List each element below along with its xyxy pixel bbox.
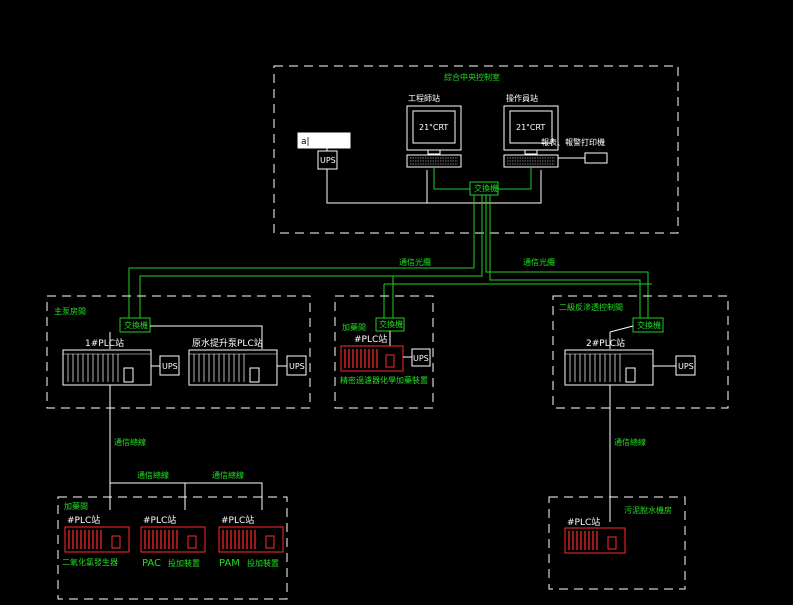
sludge-room-title: 污泥脫水機房 <box>624 505 672 515</box>
chem-plc1-rack-icon <box>64 526 130 553</box>
chem-caption1: 二氧化氯發生器 <box>62 557 118 567</box>
secondary-switch-box <box>632 317 664 333</box>
fiber-left-label: 通信光纜 <box>399 257 431 267</box>
secondary-room-frame <box>552 295 729 409</box>
pump-room-switch-label: 交換機 <box>124 320 148 330</box>
chem-plc3-rack-icon <box>218 526 284 553</box>
chem-caption3b: 投加裝置 <box>247 558 279 568</box>
central-switch-label: 交換機 <box>474 183 498 193</box>
dosing-switch-label: 交換機 <box>379 319 403 329</box>
central-control-room-title: 綜合中央控制室 <box>444 72 500 82</box>
engineer-station-monitor-icon <box>406 105 462 168</box>
printer-label: 報表、報警打印機 <box>541 137 605 147</box>
text-input-value: a| <box>301 137 310 147</box>
bus-label-a: 通信總線 <box>114 437 146 447</box>
sludge-plc-rack-icon <box>564 527 626 554</box>
operator-station-label: 操作員站 <box>506 93 538 103</box>
chem-plc2-rack-icon <box>140 526 206 553</box>
dosing-ups-label: UPS <box>413 354 429 363</box>
pump-plc1-rack-icon <box>62 349 152 386</box>
pump-ups1-label: UPS <box>162 362 178 371</box>
engineer-crt-label: 21"CRT <box>419 123 448 132</box>
bus-label-b: 通信總線 <box>137 470 169 480</box>
pump-plc2-rack-icon <box>188 349 278 386</box>
central-control-room-frame <box>273 65 679 234</box>
secondary-ups-label: UPS <box>678 362 694 371</box>
bus-label-c: 通信總線 <box>212 470 244 480</box>
engineer-station-label: 工程師站 <box>408 93 440 103</box>
dosing-plc-rack-icon <box>340 345 404 372</box>
central-ups-label: UPS <box>320 156 336 165</box>
chem-plc3-label: #PLC站 <box>221 514 254 526</box>
fiber-right-label: 通信光纜 <box>523 257 555 267</box>
secondary-plc-rack-icon <box>564 349 654 386</box>
dosing-room-frame <box>334 295 434 409</box>
pump-room-title: 主泵房間 <box>54 306 86 316</box>
pump-plc1-label: 1#PLC站 <box>85 337 124 349</box>
secondary-switch-label: 交換機 <box>637 320 661 330</box>
secondary-room-title: 二級反滲透控制間 <box>559 302 623 312</box>
chem-plc1-label: #PLC站 <box>67 514 100 526</box>
secondary-plc-label: 2#PLC站 <box>586 337 625 349</box>
chem-caption2b: 投加裝置 <box>168 558 200 568</box>
operator-crt-label: 21"CRT <box>516 123 545 132</box>
pump-ups2-label: UPS <box>289 362 305 371</box>
sludge-plc-label: #PLC站 <box>567 516 600 528</box>
operator-station-monitor-icon <box>503 105 559 168</box>
chem-room-title: 加藥間 <box>64 501 88 511</box>
sludge-room-frame <box>548 496 686 590</box>
central-switch-box <box>469 181 499 196</box>
dosing-plc-label: #PLC站 <box>354 333 387 345</box>
bus-label-d: 通信總線 <box>614 437 646 447</box>
printer-icon <box>584 152 608 164</box>
chem-plc2-label: #PLC站 <box>143 514 176 526</box>
dosing-room-title: 加藥間 <box>342 322 366 332</box>
chem-caption3: PAM <box>219 558 240 569</box>
pump-room-switch-box <box>119 317 151 333</box>
pump-room-frame <box>46 295 311 409</box>
chem-caption2: PAC <box>142 558 161 569</box>
dosing-caption: 精密過濾器化學加藥裝置 <box>340 375 428 385</box>
pump-plc2-label: 原水提升泵PLC站 <box>192 337 263 349</box>
text-input-box[interactable] <box>297 132 351 149</box>
